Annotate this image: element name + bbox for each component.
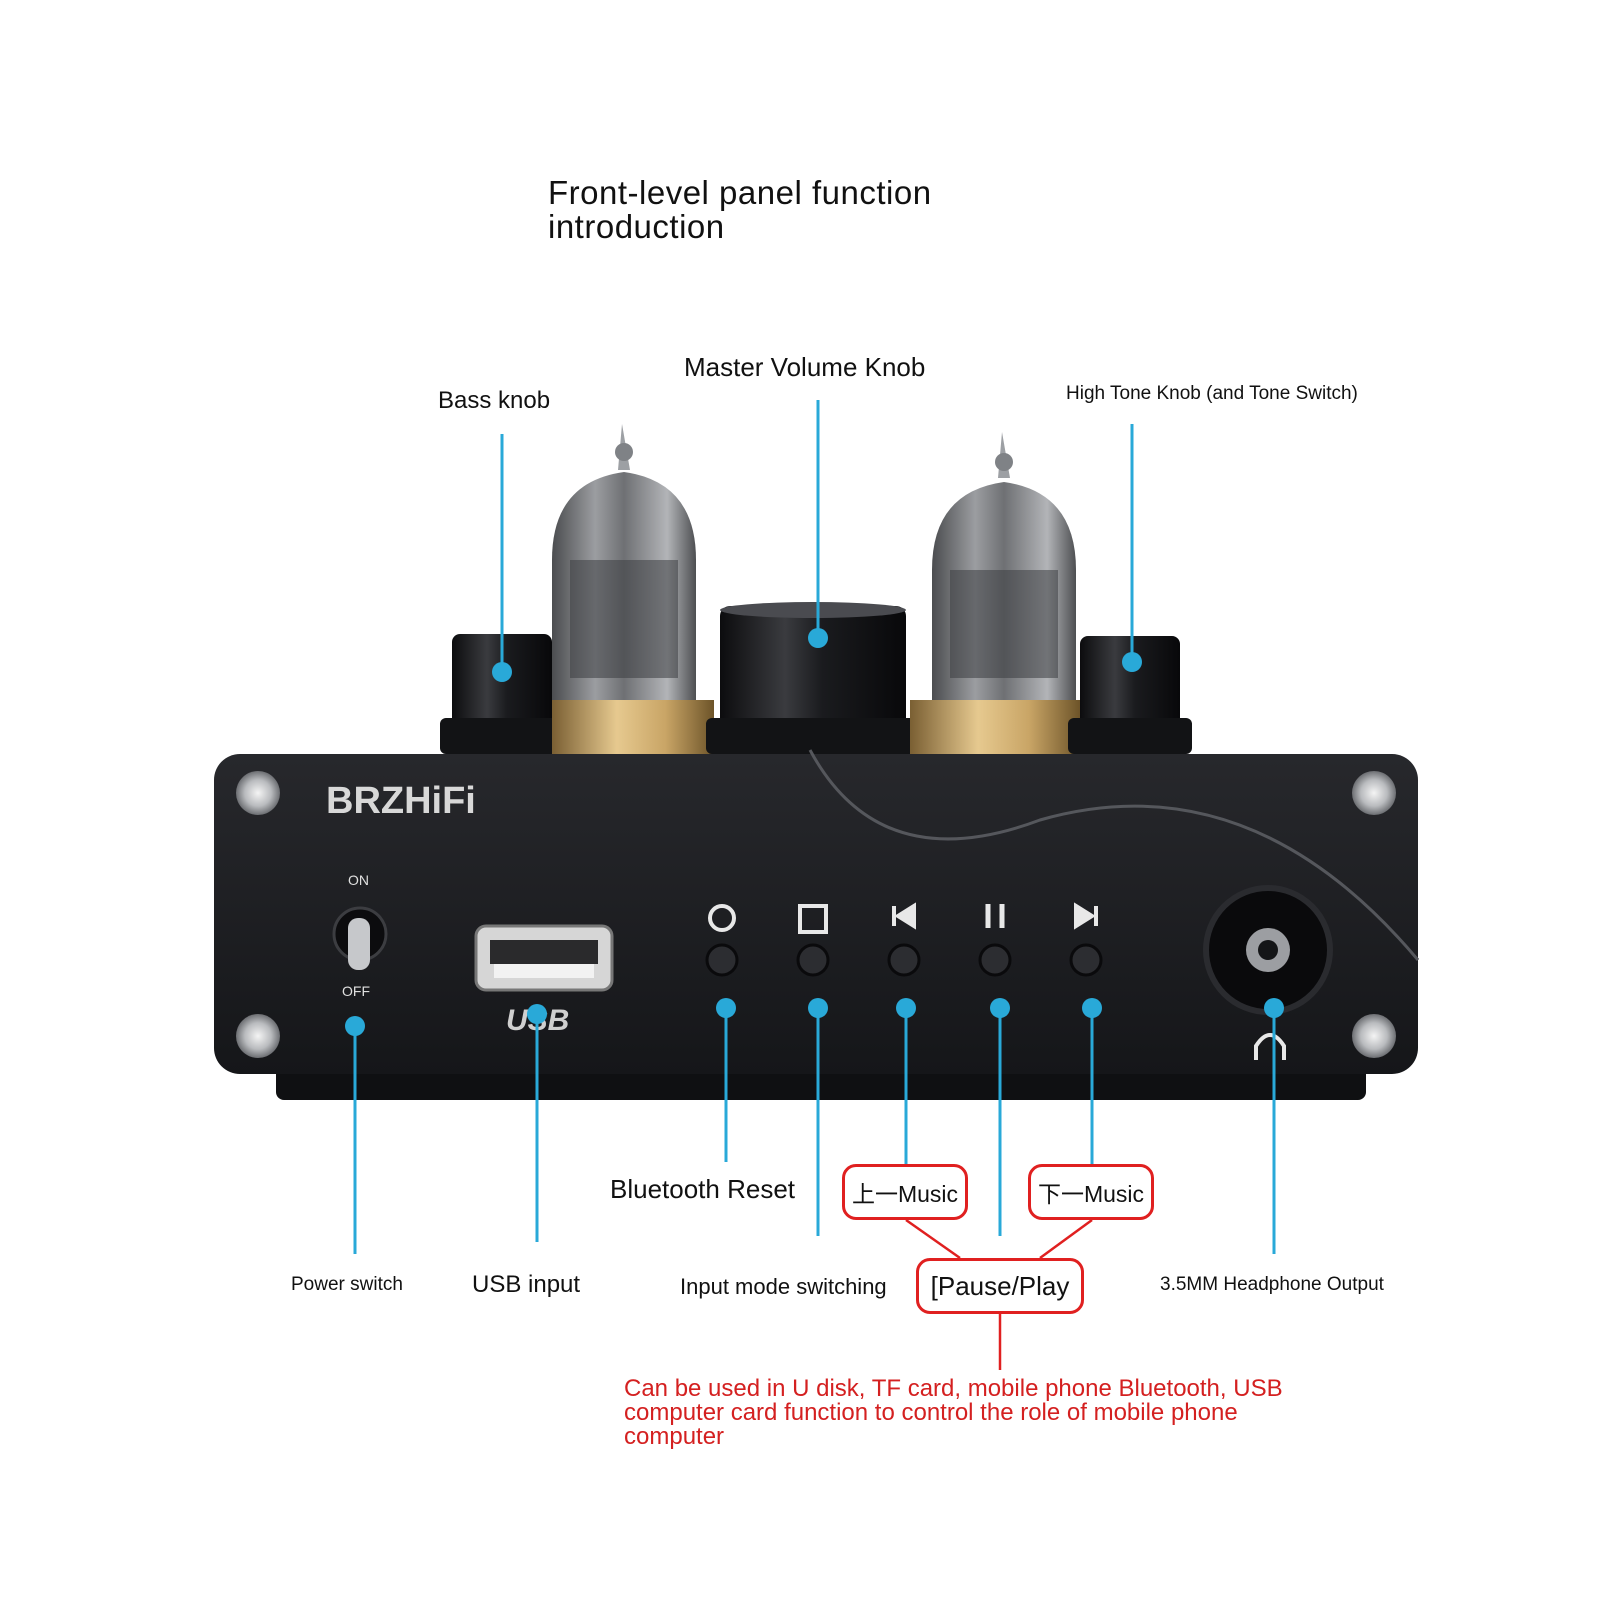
vacuum-tube-right xyxy=(910,432,1080,754)
control-buttons xyxy=(705,902,1103,977)
switch-on-label: ON xyxy=(348,872,369,888)
callout-pause-play xyxy=(990,998,1010,1236)
label-headphone-output: 3.5MM Headphone Output xyxy=(1160,1274,1384,1295)
screw-bottom-left xyxy=(236,1014,280,1058)
label-next-music: 下一Music xyxy=(1028,1164,1154,1220)
label-pause-play: [Pause/Play xyxy=(916,1258,1084,1314)
callout-previous-music xyxy=(896,998,916,1168)
pause-play-button xyxy=(978,904,1012,977)
screw-top-left xyxy=(236,771,280,815)
callout-input-mode xyxy=(808,998,828,1236)
note-text: Can be used in U disk, TF card, mobile p… xyxy=(624,1375,1283,1450)
title-line-2: introduction xyxy=(548,208,725,245)
brand-logo: BRZHiFi xyxy=(326,780,476,822)
vacuum-tube-left xyxy=(552,424,714,754)
callout-usb-input xyxy=(527,1004,547,1242)
label-power-switch: Power switch xyxy=(291,1274,403,1295)
callout-headphone xyxy=(1264,998,1284,1254)
callout-master-volume xyxy=(808,400,828,648)
label-bluetooth-reset: Bluetooth Reset xyxy=(610,1174,796,1204)
callout-next-music xyxy=(1082,998,1102,1168)
refresh-icon xyxy=(708,904,736,932)
next-track-button xyxy=(1069,902,1103,977)
diagram-title: Front-level panel function introduction xyxy=(548,176,932,244)
callout-power-switch xyxy=(345,1016,365,1254)
screw-top-right xyxy=(1352,771,1396,815)
screw-bottom-right xyxy=(1352,1014,1396,1058)
callout-high-tone xyxy=(1122,424,1142,672)
power-toggle-switch: ON OFF xyxy=(332,872,388,999)
callout-lines xyxy=(345,400,1284,1254)
skip-back-icon xyxy=(892,902,916,930)
previous-track-button xyxy=(887,902,921,977)
label-input-mode: Input mode switching xyxy=(680,1274,887,1299)
bass-knob xyxy=(440,634,564,754)
pause-icon xyxy=(985,904,1005,928)
skip-forward-icon xyxy=(1074,902,1098,930)
mode-icon xyxy=(798,904,828,934)
switch-off-label: OFF xyxy=(342,983,370,999)
usb-port: USB xyxy=(474,924,614,1037)
master-volume-knob xyxy=(706,602,918,754)
label-previous-music: 上一Music xyxy=(842,1164,968,1220)
callout-bass-knob xyxy=(492,434,512,682)
label-usb-input: USB input xyxy=(472,1271,581,1298)
label-bass-knob: Bass knob xyxy=(438,387,551,414)
label-high-tone: High Tone Knob (and Tone Switch) xyxy=(1066,383,1358,404)
input-mode-button xyxy=(796,904,830,977)
headphone-icon xyxy=(1254,1033,1286,1060)
label-master-volume: Master Volume Knob xyxy=(684,352,926,382)
bluetooth-reset-button xyxy=(705,904,739,977)
highlight-connectors xyxy=(905,1218,1093,1370)
high-tone-knob xyxy=(1068,636,1192,754)
callout-bluetooth-reset xyxy=(716,998,736,1162)
screws xyxy=(236,771,1396,1058)
title-line-1: Front-level panel function xyxy=(548,174,932,211)
